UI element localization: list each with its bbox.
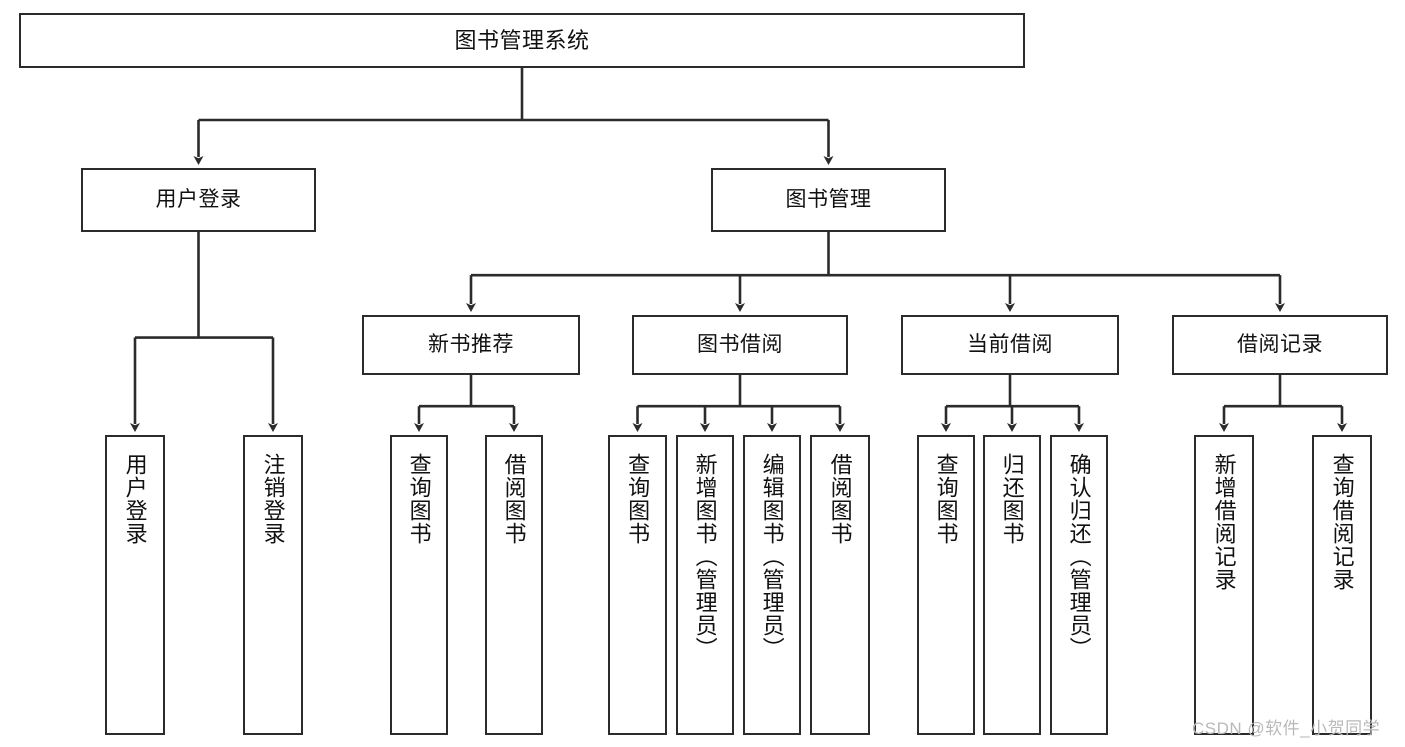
node-leaf-add-book[interactable]: 新增图书（管理员）: [676, 435, 734, 735]
node-leaf-add-record[interactable]: 新增借阅记录: [1194, 435, 1254, 735]
node-label-leaf-add-record: 新增借阅记录: [1211, 453, 1237, 591]
node-label-book-borrow: 图书借阅: [697, 332, 783, 356]
node-label-leaf-confirm-return: 确认归还（管理员）: [1066, 453, 1092, 660]
node-borrow-record[interactable]: 借阅记录: [1172, 315, 1388, 375]
node-label-book-manage: 图书管理: [785, 187, 872, 211]
node-label-leaf-query-book-3: 查询图书: [933, 453, 959, 545]
node-leaf-query-book-3[interactable]: 查询图书: [917, 435, 975, 735]
node-label-leaf-user-login: 用户登录: [122, 453, 148, 545]
node-label-leaf-user-logout: 注销登录: [260, 453, 286, 545]
node-leaf-confirm-return[interactable]: 确认归还（管理员）: [1050, 435, 1108, 735]
node-label-leaf-return-book: 归还图书: [999, 453, 1025, 545]
node-leaf-borrow-book-2[interactable]: 借阅图书: [810, 435, 870, 735]
node-label-leaf-query-book-2: 查询图书: [625, 453, 651, 545]
node-new-book-rec[interactable]: 新书推荐: [362, 315, 580, 375]
node-leaf-query-book-2[interactable]: 查询图书: [608, 435, 667, 735]
node-label-leaf-add-book: 新增图书（管理员）: [692, 453, 718, 660]
node-label-new-book-rec: 新书推荐: [428, 332, 514, 356]
watermark-label: CSDN @软件_小贺同学: [1192, 719, 1381, 738]
node-label-user-login: 用户登录: [155, 187, 242, 211]
node-book-borrow[interactable]: 图书借阅: [632, 315, 848, 375]
node-label-leaf-query-record: 查询借阅记录: [1329, 453, 1355, 591]
node-leaf-return-book[interactable]: 归还图书: [983, 435, 1041, 735]
node-current-borrow[interactable]: 当前借阅: [901, 315, 1119, 375]
node-label-leaf-borrow-book-1: 借阅图书: [501, 453, 527, 545]
node-leaf-edit-book[interactable]: 编辑图书（管理员）: [743, 435, 801, 735]
node-label-current-borrow: 当前借阅: [967, 332, 1053, 356]
node-leaf-query-record[interactable]: 查询借阅记录: [1312, 435, 1372, 735]
node-label-leaf-query-book-1: 查询图书: [406, 453, 432, 545]
node-user-login[interactable]: 用户登录: [81, 168, 316, 232]
node-root[interactable]: 图书管理系统: [19, 13, 1025, 68]
node-leaf-user-logout[interactable]: 注销登录: [243, 435, 303, 735]
node-label-borrow-record: 借阅记录: [1237, 332, 1323, 356]
node-label-leaf-edit-book: 编辑图书（管理员）: [759, 453, 785, 660]
node-label-root: 图书管理系统: [454, 27, 590, 53]
node-leaf-borrow-book-1[interactable]: 借阅图书: [485, 435, 543, 735]
node-leaf-user-login[interactable]: 用户登录: [105, 435, 165, 735]
node-book-manage[interactable]: 图书管理: [711, 168, 946, 232]
node-leaf-query-book-1[interactable]: 查询图书: [390, 435, 448, 735]
node-label-leaf-borrow-book-2: 借阅图书: [827, 453, 853, 545]
